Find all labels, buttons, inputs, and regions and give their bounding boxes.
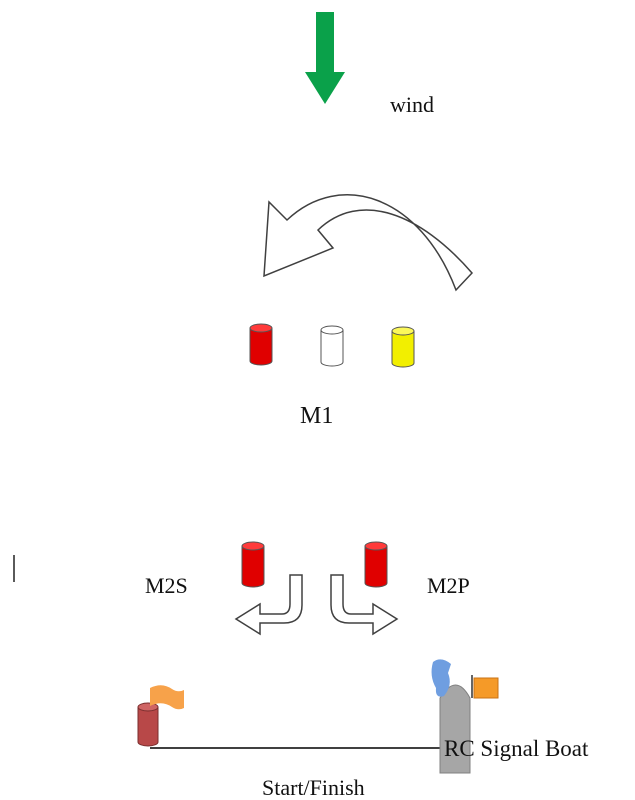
mark-m1-white [320, 325, 344, 367]
mark-m2s-label: M2S [145, 573, 188, 598]
rounding-arrow-icon [263, 194, 474, 292]
mark-m1-label: M1 [300, 403, 334, 429]
flag-icon [150, 685, 184, 710]
start-pin-mark [137, 702, 159, 747]
wind-arrow-icon [305, 12, 345, 104]
turn-left-arrow-icon [234, 574, 303, 636]
mark-m2p [364, 541, 388, 588]
mark-m2p-label: M2P [427, 573, 470, 598]
wind-label: wind [390, 92, 434, 117]
blue-flag-icon [431, 659, 451, 697]
turn-right-arrow-icon [330, 574, 399, 636]
boat-icon [431, 659, 499, 774]
mark-m1-red [249, 323, 273, 366]
mark-m2s [241, 541, 265, 588]
start-finish-label: Start/Finish [262, 775, 365, 800]
mark-m1-yellow [391, 326, 415, 368]
rc-flag-icon [473, 677, 499, 699]
rc-signal-boat-label: RC Signal Boat [444, 736, 589, 761]
